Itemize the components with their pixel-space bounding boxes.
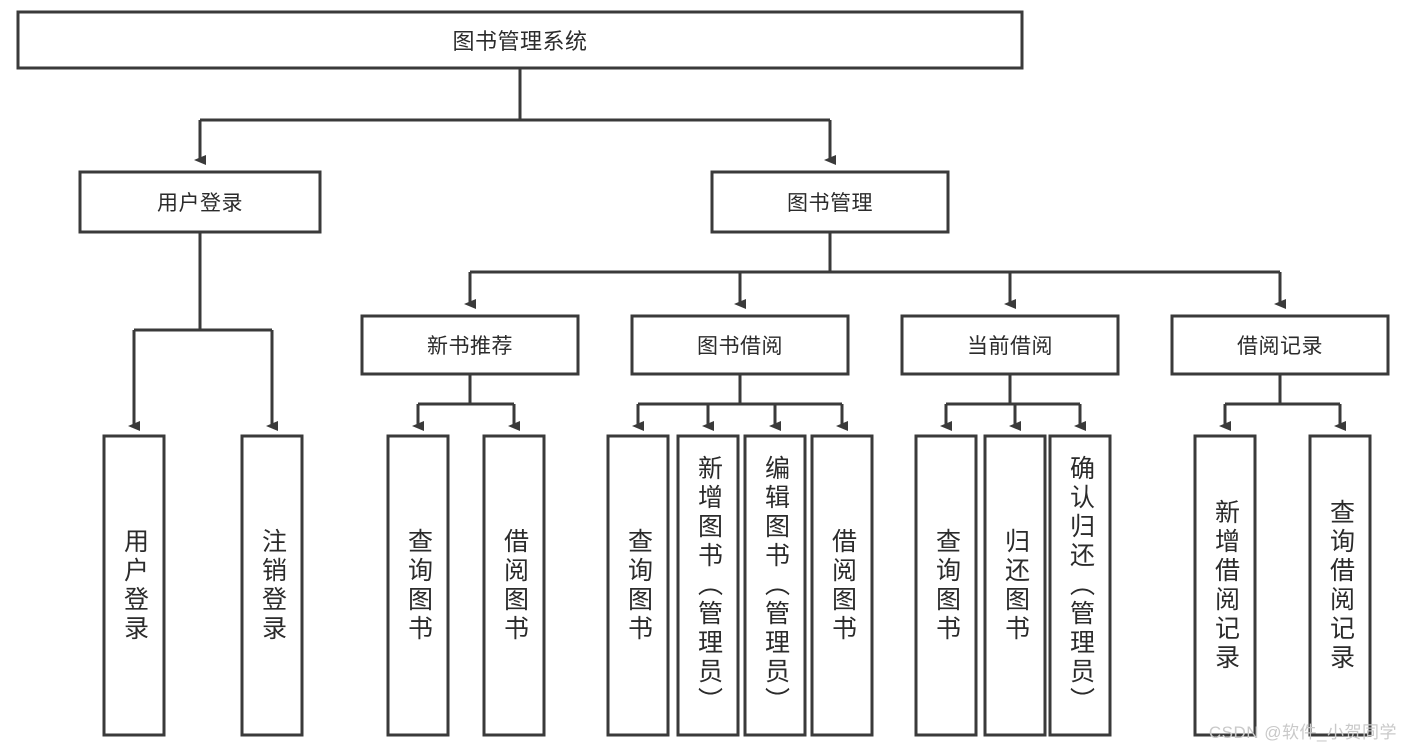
node-leaf-box[interactable] xyxy=(1193,434,1257,737)
connector-borrow-record-bus xyxy=(1223,374,1342,424)
node-borrow-record-box[interactable] xyxy=(1170,314,1390,376)
node-leaf-box[interactable] xyxy=(983,434,1047,737)
node-leaf-box[interactable] xyxy=(240,434,304,737)
node-book-management-box[interactable] xyxy=(710,170,950,234)
node-leaf-box[interactable] xyxy=(914,434,978,737)
node-leaf-box[interactable] xyxy=(482,434,546,737)
connector-current-borrow-bus xyxy=(944,374,1082,424)
connector-user-login-bus xyxy=(132,232,274,424)
node-leaf-box[interactable] xyxy=(1308,434,1372,737)
node-leaf-box[interactable] xyxy=(102,434,166,737)
node-leaf-box[interactable] xyxy=(386,434,450,737)
node-current-borrow-box[interactable] xyxy=(900,314,1120,376)
watermark-text: CSDN @软件_小贺同学 xyxy=(1208,723,1397,742)
connector-book-mgmt-bus xyxy=(468,232,1282,302)
node-root-box[interactable] xyxy=(16,10,1024,70)
node-book-borrow-box[interactable] xyxy=(630,314,850,376)
node-leaf-box[interactable] xyxy=(743,434,807,737)
node-user-login-box[interactable] xyxy=(78,170,322,234)
connector-root-bus xyxy=(198,68,832,158)
node-leaf-box[interactable] xyxy=(810,434,874,737)
node-leaf-box[interactable] xyxy=(606,434,670,737)
connector-new-book-bus xyxy=(416,374,516,424)
node-leaf-box[interactable] xyxy=(676,434,740,737)
connector-book-borrow-bus xyxy=(636,374,844,424)
node-leaf-box[interactable] xyxy=(1048,434,1112,737)
node-new-book-recommend-box[interactable] xyxy=(360,314,580,376)
